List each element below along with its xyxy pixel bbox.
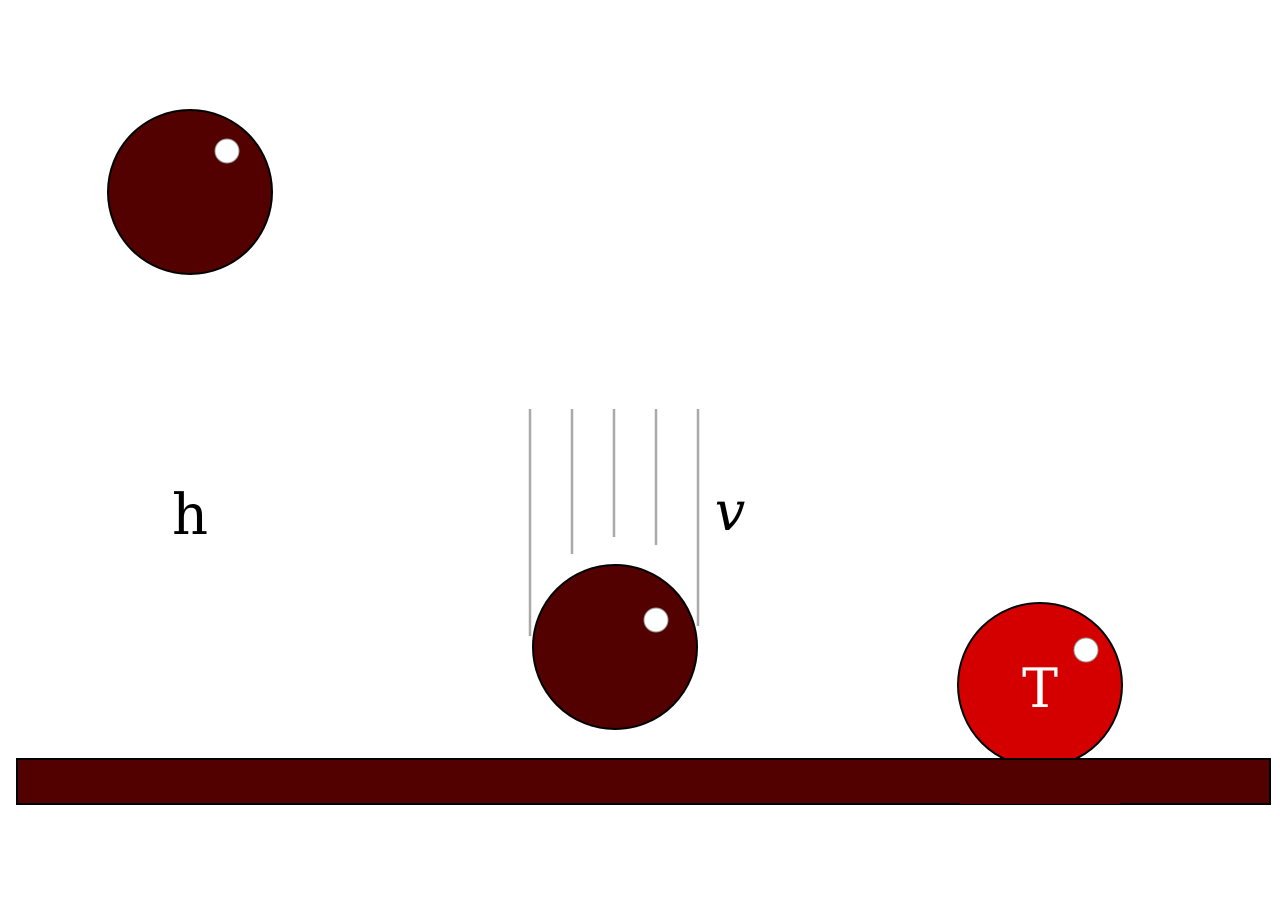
ball-highlight	[1073, 637, 1099, 663]
speed-lines	[528, 409, 700, 636]
floor-overlap	[960, 759, 1120, 804]
hot-ball: T	[957, 602, 1123, 768]
height-label: h	[172, 483, 208, 548]
falling-ball	[532, 564, 698, 730]
temperature-label: T	[1022, 657, 1058, 720]
ball-highlight	[214, 138, 240, 164]
ball-body	[107, 109, 273, 275]
velocity-label: v	[715, 480, 746, 543]
ball-body	[532, 564, 698, 730]
ball-highlight	[643, 607, 669, 633]
ball-at-height	[107, 109, 273, 275]
